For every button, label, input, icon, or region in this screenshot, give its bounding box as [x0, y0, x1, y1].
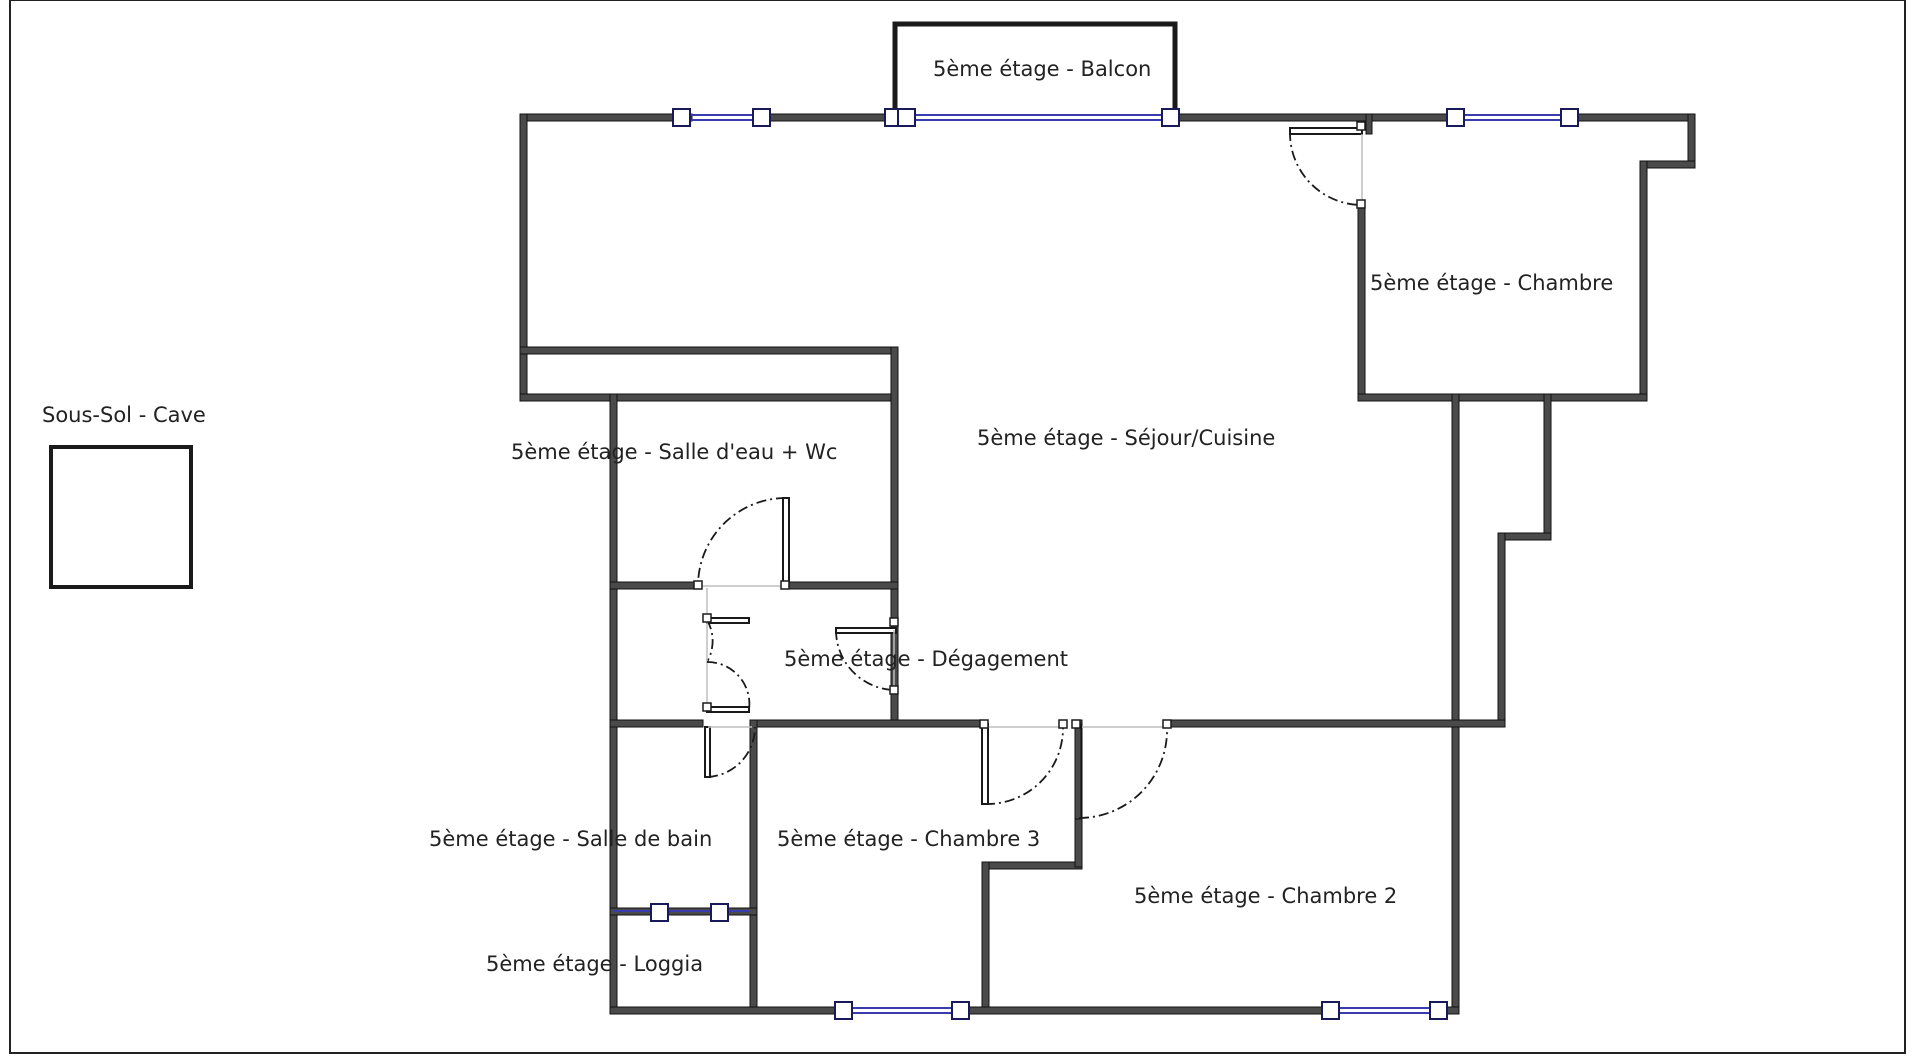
windows	[613, 108, 1579, 1020]
window-top-left[interactable]	[672, 108, 771, 127]
label-salle-bain[interactable]: 5ème étage - Salle de bain	[429, 827, 712, 851]
label-chambre3[interactable]: 5ème étage - Chambre 3	[777, 827, 1040, 851]
label-degagement[interactable]: 5ème étage - Dégagement	[784, 647, 1068, 671]
label-sejour[interactable]: 5ème étage - Séjour/Cuisine	[977, 426, 1275, 450]
view-border	[9, 0, 1906, 1054]
label-balcon[interactable]: 5ème étage - Balcon	[933, 57, 1151, 81]
label-salle-eau[interactable]: 5ème étage - Salle d'eau + Wc	[511, 440, 837, 464]
door-small-lower[interactable]	[702, 661, 751, 713]
label-chambre2[interactable]: 5ème étage - Chambre 2	[1134, 884, 1397, 908]
window-balcon[interactable]	[884, 108, 1180, 127]
window-loggia[interactable]	[613, 903, 750, 922]
door-salle-eau[interactable]	[693, 497, 790, 590]
cave-symbol[interactable]	[49, 445, 193, 589]
room-labels: Sous-Sol - Cave 5ème étage - Balcon 5ème…	[42, 57, 1613, 976]
window-chambre2[interactable]	[1321, 1001, 1448, 1020]
door-chambre[interactable]	[1289, 121, 1366, 209]
label-cave[interactable]: Sous-Sol - Cave	[42, 403, 206, 427]
door-salle-bain[interactable]	[704, 726, 756, 778]
window-chambre3[interactable]	[834, 1001, 970, 1020]
door-small-upper[interactable]	[702, 588, 750, 705]
door-degagement[interactable]	[835, 617, 899, 695]
window-top-right[interactable]	[1446, 108, 1579, 127]
door-chambre2[interactable]	[1071, 719, 1172, 820]
doors	[693, 121, 1366, 820]
balcon-outline[interactable]	[892, 21, 1178, 121]
exterior-walls	[519, 113, 1696, 1015]
label-loggia[interactable]: 5ème étage - Loggia	[486, 952, 703, 976]
door-chambre3[interactable]	[979, 719, 1068, 805]
label-chambre[interactable]: 5ème étage - Chambre	[1370, 271, 1613, 295]
